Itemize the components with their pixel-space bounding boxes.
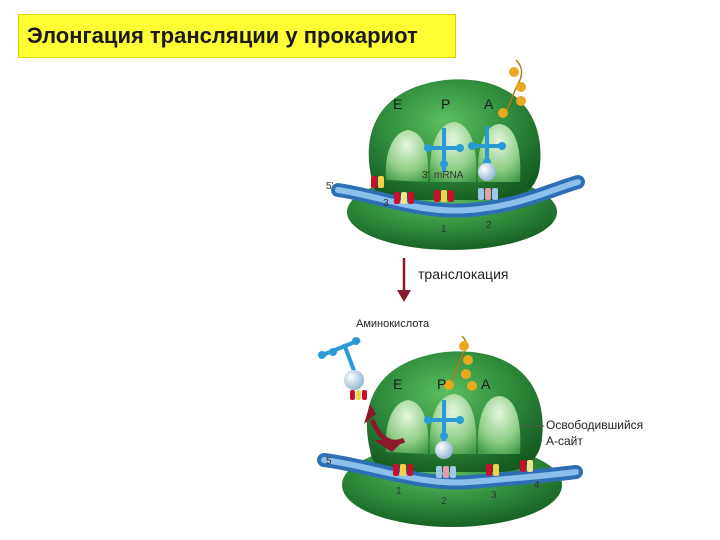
mrna-3prime-label: 3' [422, 170, 429, 181]
ribosome-bottom [342, 351, 562, 527]
codon-1-label-top: 1 [441, 224, 447, 235]
amino-acid-label: Аминокислота [356, 318, 429, 330]
site-e-label-top: E [393, 96, 402, 112]
codon-3-label-bottom: 3 [491, 490, 497, 501]
site-a-label-top: A [484, 96, 493, 112]
codon-2-label-top: 2 [486, 220, 492, 231]
freed-site-label-line1: Освободившийся [546, 418, 643, 432]
codon-2-label-bottom: 2 [441, 496, 447, 507]
site-p-label-bottom: P [437, 376, 446, 392]
translocation-arrow [397, 258, 411, 302]
freed-site-label-line2: А-сайт [546, 434, 583, 448]
five-label-bottom: 5 [326, 456, 332, 467]
mrna-label: mRNA [434, 170, 463, 181]
site-e-label-bottom: E [393, 376, 402, 392]
released-trna [318, 337, 367, 400]
five-prime-label-top: 5' [326, 181, 333, 192]
ribosome-top [347, 79, 557, 250]
codon-1-label-bottom: 1 [396, 486, 402, 497]
codon-4-label-bottom: 4 [534, 480, 540, 491]
site-p-label-top: P [441, 96, 450, 112]
translocation-label: транслокация [418, 266, 508, 282]
site-a-label-bottom: A [481, 376, 490, 392]
codon-3-label-top: 3 [383, 198, 389, 209]
